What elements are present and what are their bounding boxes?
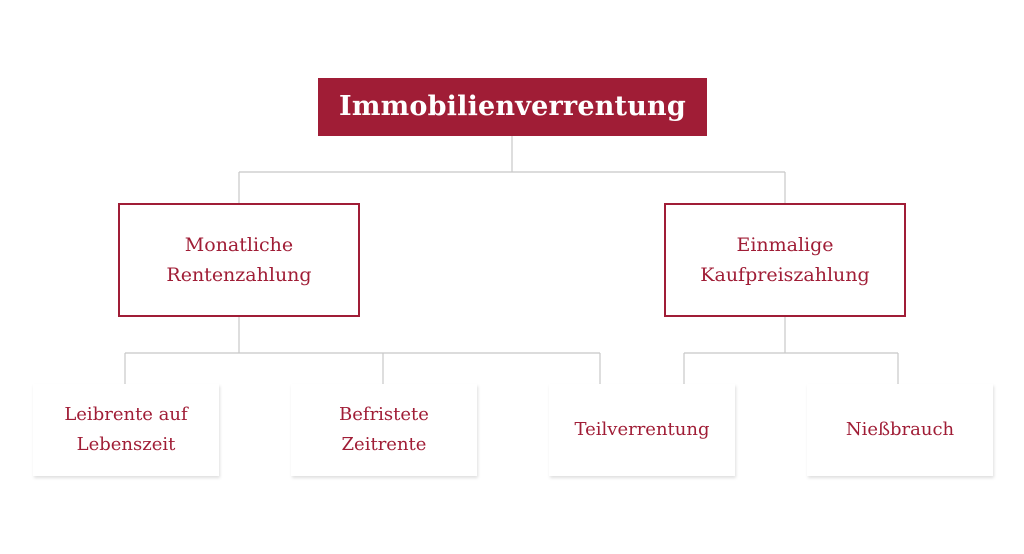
- branch-node-one-time-payment: Einmalige Kaufpreiszahlung: [664, 203, 906, 317]
- branch-label: Monatliche Rentenzahlung: [166, 234, 312, 286]
- leaf-node-lifetime-annuity: Leibrente auf Lebenszeit: [33, 384, 219, 476]
- branch-label: Einmalige Kaufpreiszahlung: [700, 234, 870, 286]
- leaf-label: Leibrente auf Lebenszeit: [64, 404, 188, 455]
- leaf-node-usufruct: Nießbrauch: [807, 384, 993, 476]
- branch-node-monthly-payment: Monatliche Rentenzahlung: [118, 203, 360, 317]
- leaf-label: Teilverrentung: [574, 419, 710, 440]
- root-node: Immobilienverrentung: [318, 78, 707, 136]
- leaf-node-partial-annuity: Teilverrentung: [549, 384, 735, 476]
- root-label: Immobilienverrentung: [339, 91, 686, 122]
- leaf-node-fixed-term-annuity: Befristete Zeitrente: [291, 384, 477, 476]
- leaf-label: Nießbrauch: [845, 419, 955, 440]
- leaf-label: Befristete Zeitrente: [339, 404, 429, 455]
